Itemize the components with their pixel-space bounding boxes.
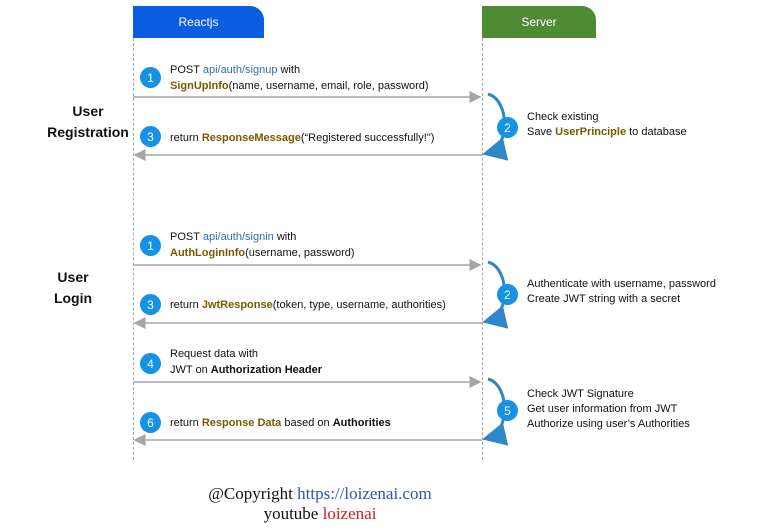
registration-server-note: Check existing Save UserPrinciple to dat… [527, 111, 687, 138]
step-badge: 1 [140, 235, 161, 256]
section-user-login: User Login [53, 269, 93, 306]
step-badge: 3 [140, 126, 161, 147]
step-badge: 1 [140, 67, 161, 88]
step-badge: 5 [497, 400, 518, 421]
client-lifeline [133, 38, 134, 460]
youtube-channel-link[interactable]: loizenai [322, 504, 377, 523]
signin-request-message: POST api/auth/signin with AuthLoginInfo(… [170, 231, 355, 259]
section-user-registration: User Registration [47, 103, 129, 140]
server-lifeline [482, 38, 483, 460]
server-lane-header: Server [482, 6, 596, 38]
signup-request-message: POST api/auth/signup with SignUpInfo(nam… [170, 64, 429, 92]
signup-response-message: return ResponseMessage(“Registered succe… [170, 132, 435, 144]
step-badge: 4 [140, 353, 161, 374]
website-link[interactable]: https://loizenai.com [297, 484, 432, 503]
step-badge: 6 [140, 412, 161, 433]
step-badge: 2 [497, 284, 518, 305]
data-response-message: return Response Data based on Authoritie… [170, 417, 391, 429]
step-badge: 3 [140, 294, 161, 315]
copyright-footer: @Copyright https://loizenai.com youtube … [208, 484, 432, 523]
client-lane-header: Reactjs [133, 6, 264, 38]
data-server-note: Check JWT Signature Get user information… [527, 388, 690, 430]
login-server-note: Authenticate with username, password Cre… [527, 278, 716, 305]
data-request-message: Request data with JWT on Authorization H… [170, 348, 322, 376]
signin-response-message: return JwtResponse(token, type, username… [170, 299, 446, 311]
step-badge: 2 [497, 117, 518, 138]
